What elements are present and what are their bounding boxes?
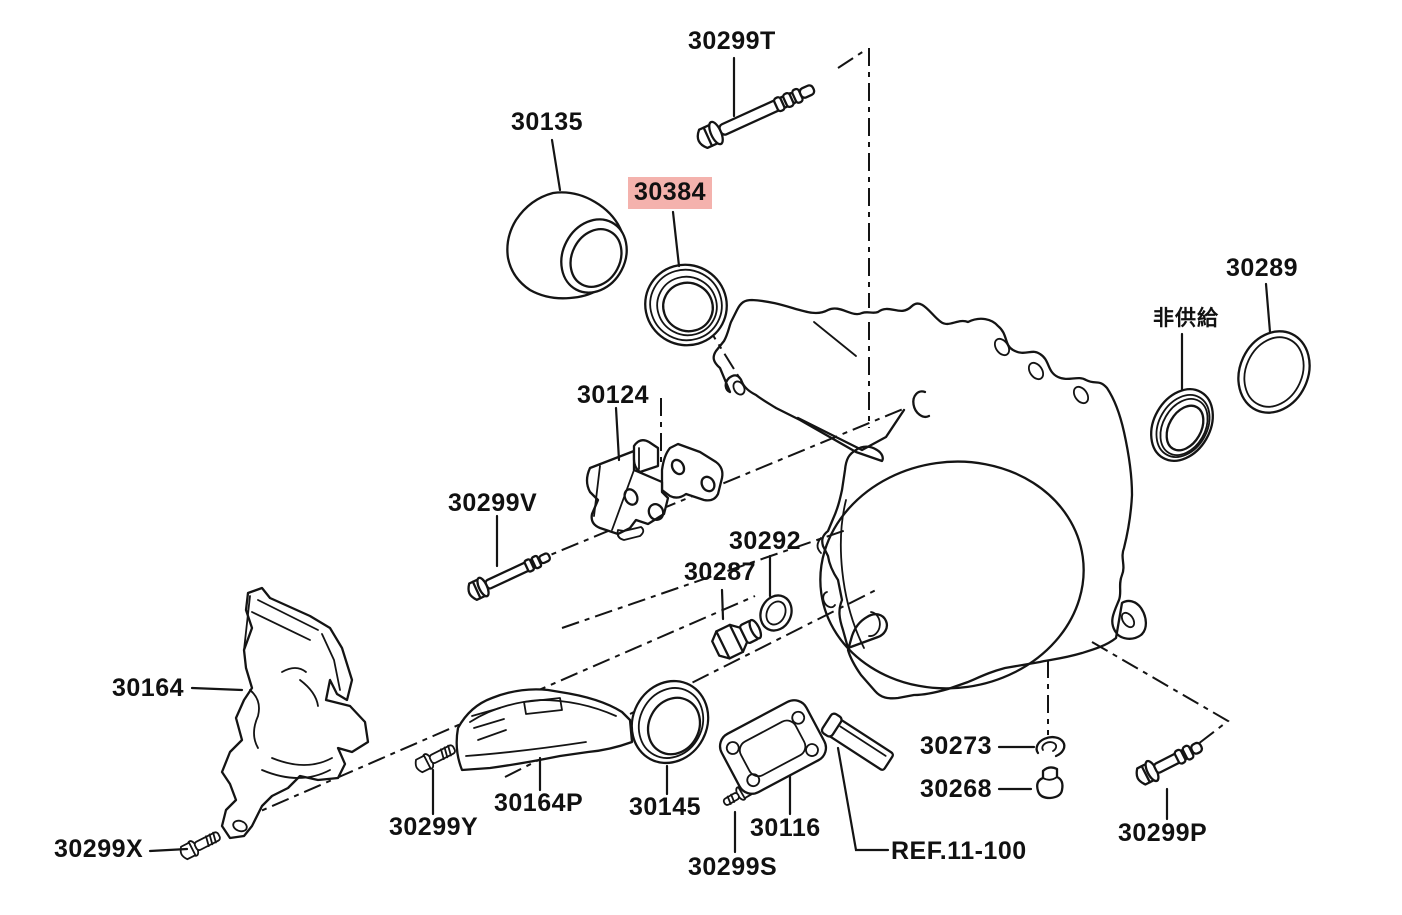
part-drawing-seal-30145 (630, 679, 710, 765)
part-drawing-plug-30287 (711, 618, 763, 660)
part-drawing-breather-pipe (820, 712, 894, 771)
part-label-30273[interactable]: 30273 (920, 732, 993, 760)
part-label-30299X[interactable]: 30299X (54, 835, 144, 863)
part-label-30287[interactable]: 30287 (684, 558, 757, 586)
leader-lines (148, 56, 1272, 854)
part-label-30164[interactable]: 30164 (112, 674, 185, 702)
part-label-30299V[interactable]: 30299V (448, 489, 538, 517)
part-drawing-collar-30135 (506, 191, 628, 300)
part-drawing-bolt-30299T (696, 84, 816, 150)
part-label-30135[interactable]: 30135 (511, 108, 584, 136)
part-drawing-oring-30292 (759, 594, 793, 632)
part-drawing-transaxle-case (712, 298, 1148, 700)
part-label-30145[interactable]: 30145 (629, 793, 702, 821)
part-label-30299Y[interactable]: 30299Y (389, 813, 479, 841)
part-label-30384[interactable]: 30384 (628, 177, 713, 209)
part-label-not-supplied: 非供給 (1153, 307, 1219, 330)
part-drawing-cap-30268 (1036, 766, 1064, 800)
part-label-30289[interactable]: 30289 (1226, 254, 1299, 282)
part-label-ref-11-100[interactable]: REF.11-100 (891, 837, 1027, 865)
part-label-30299T[interactable]: 30299T (688, 27, 776, 55)
part-drawing-seal-not-supplied (1150, 388, 1214, 462)
part-label-30116[interactable]: 30116 (750, 814, 821, 842)
part-drawing-seal-30384 (644, 263, 728, 347)
part-drawing-cover-30164P (455, 688, 634, 772)
part-label-30124[interactable]: 30124 (577, 381, 650, 409)
part-drawing-bolt-30299Y (411, 740, 459, 776)
part-drawing-bolt-30299X (176, 827, 224, 863)
part-label-30164P[interactable]: 30164P (494, 789, 584, 817)
part-drawing-washer-30273 (1035, 735, 1066, 758)
part-drawing-bracket-30124 (585, 439, 724, 541)
part-label-30292[interactable]: 30292 (729, 527, 802, 555)
part-label-30268[interactable]: 30268 (920, 775, 993, 803)
part-drawing-plate-30116 (718, 699, 828, 795)
part-label-30299S[interactable]: 30299S (688, 853, 778, 881)
part-label-30299P[interactable]: 30299P (1118, 819, 1208, 847)
part-drawing-oring-30289 (1237, 330, 1311, 414)
part-drawing-bolt-30299P (1135, 741, 1204, 786)
part-drawing-bolt-30299V (467, 552, 552, 601)
part-drawing-cover-30164 (220, 586, 370, 840)
